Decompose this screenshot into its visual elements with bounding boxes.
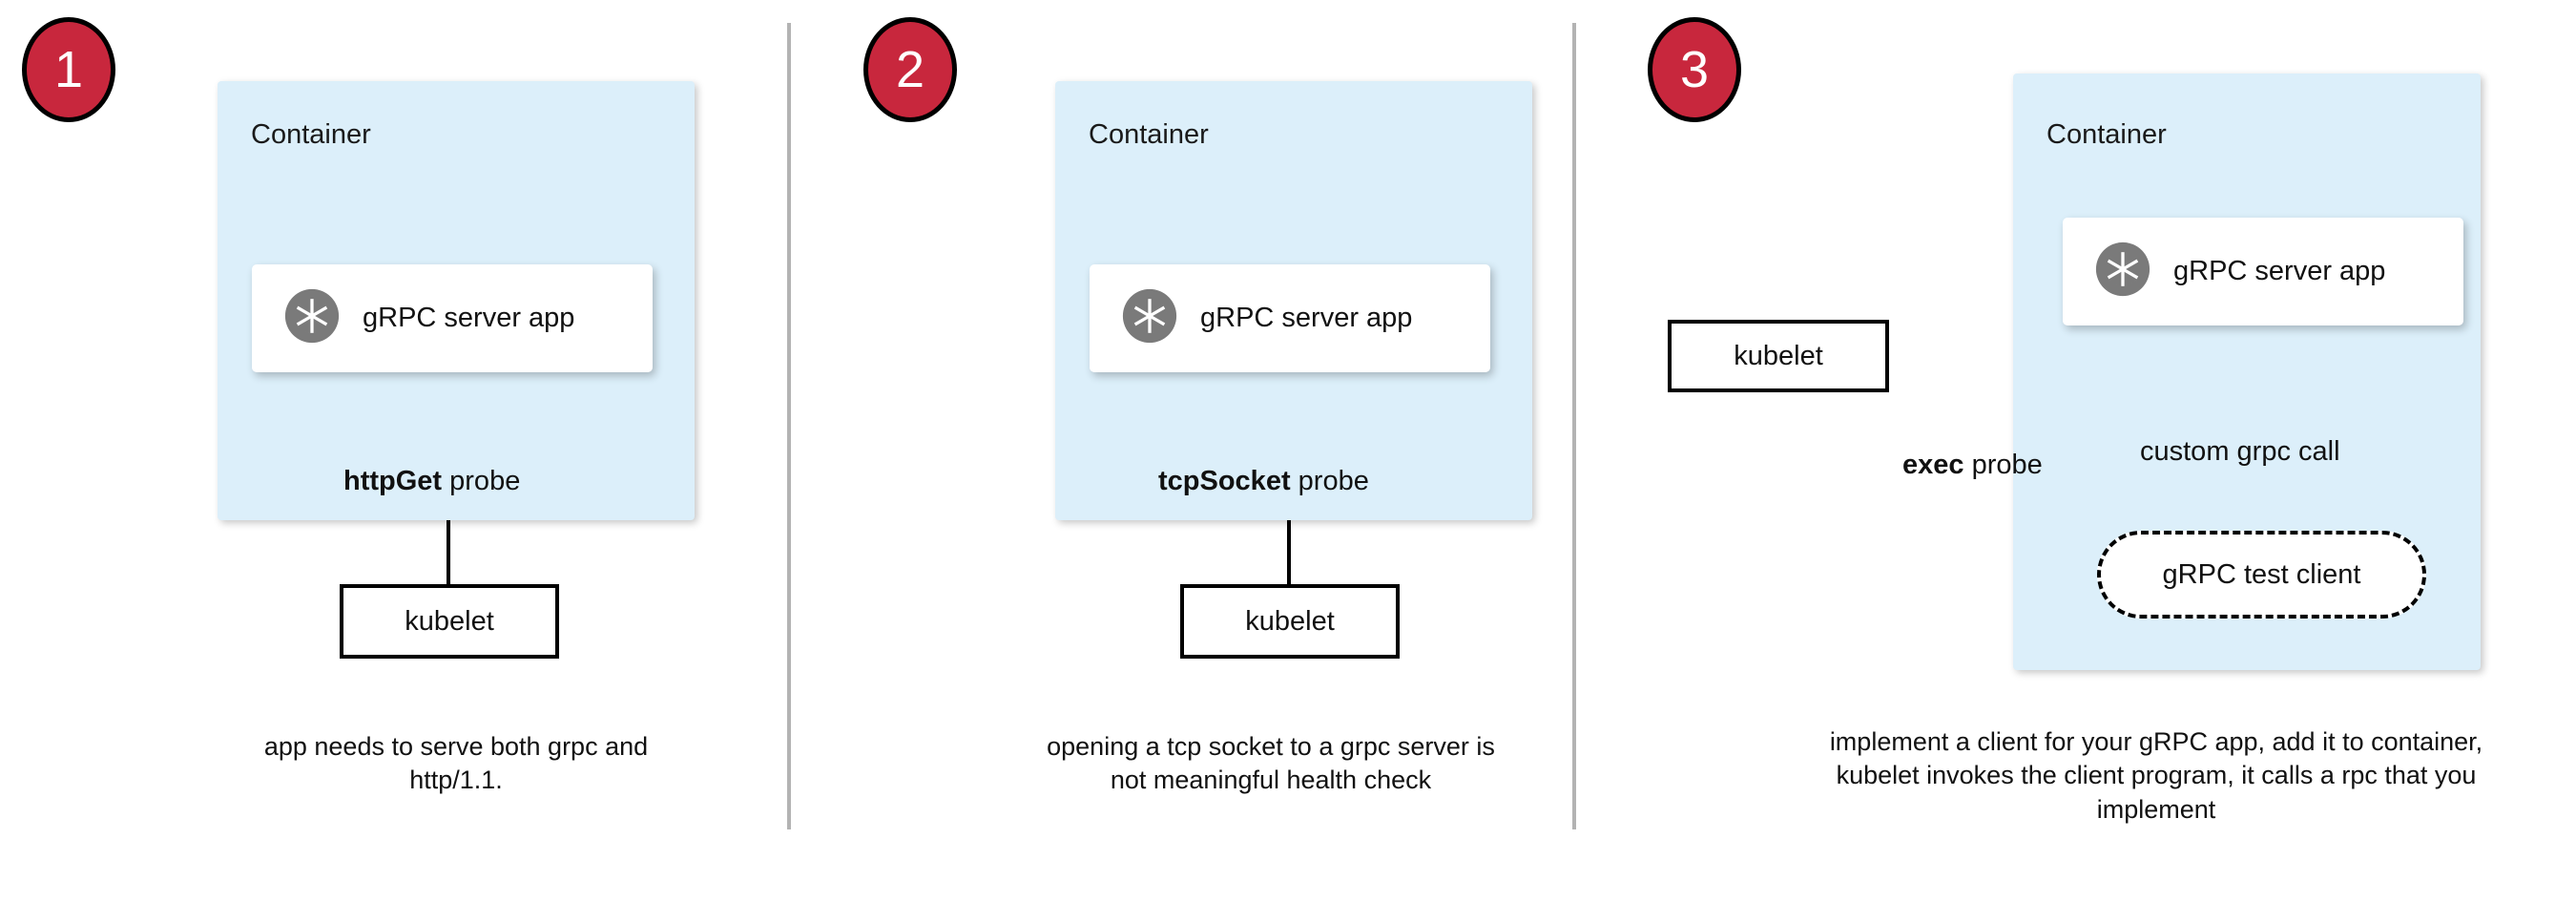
- panel-caption-1: app needs to serve both grpc and http/1.…: [263, 732, 649, 795]
- grpc-aperture-icon: [282, 286, 342, 350]
- container-label-1: Container: [251, 119, 371, 150]
- container-label-3: Container: [2046, 119, 2167, 150]
- tcpsocket-probe-label: tcpSocket probe: [1158, 466, 1369, 497]
- grpc-server-app-label-1: gRPC server app: [363, 303, 575, 333]
- grpc-server-app-label-2: gRPC server app: [1200, 303, 1413, 333]
- exec-probe-label-rest: probe: [1963, 450, 2043, 480]
- exec-probe-label: exec probe: [1902, 450, 2043, 481]
- exec-probe-label-bold: exec: [1902, 450, 1964, 480]
- grpc-server-app-label-3: gRPC server app: [2173, 256, 2386, 286]
- grpc-server-app-card-3: gRPC server app: [2063, 218, 2463, 325]
- step-badge-3: 3: [1648, 17, 1741, 122]
- container-label-2: Container: [1089, 119, 1209, 150]
- panel-caption-2: opening a tcp socket to a grpc server is…: [1047, 732, 1495, 795]
- kubelet-box-1: kubelet: [340, 584, 559, 659]
- grpc-aperture-icon: [1120, 286, 1179, 350]
- custom-grpc-call-label: custom grpc call: [2140, 436, 2340, 467]
- httpget-probe-label-bold: httpGet: [343, 466, 443, 496]
- step-badge-1: 1: [22, 17, 115, 122]
- grpc-server-app-card-2: gRPC server app: [1090, 264, 1490, 372]
- step-badge-2: 2: [863, 17, 957, 122]
- grpc-test-client-box: gRPC test client: [2097, 531, 2426, 619]
- kubelet-box-3: kubelet: [1668, 320, 1889, 392]
- httpget-probe-label-rest: probe: [442, 466, 521, 496]
- tcpsocket-probe-label-bold: tcpSocket: [1158, 466, 1291, 496]
- tcpsocket-probe-label-rest: probe: [1290, 466, 1369, 496]
- grpc-server-app-card-1: gRPC server app: [252, 264, 653, 372]
- panel-divider-1: [787, 23, 791, 829]
- panel-divider-2: [1572, 23, 1576, 829]
- httpget-probe-label: httpGet probe: [343, 466, 520, 497]
- grpc-aperture-icon: [2093, 240, 2152, 304]
- kubelet-box-2: kubelet: [1180, 584, 1400, 659]
- panel-caption-3: implement a client for your gRPC app, ad…: [1829, 727, 2483, 824]
